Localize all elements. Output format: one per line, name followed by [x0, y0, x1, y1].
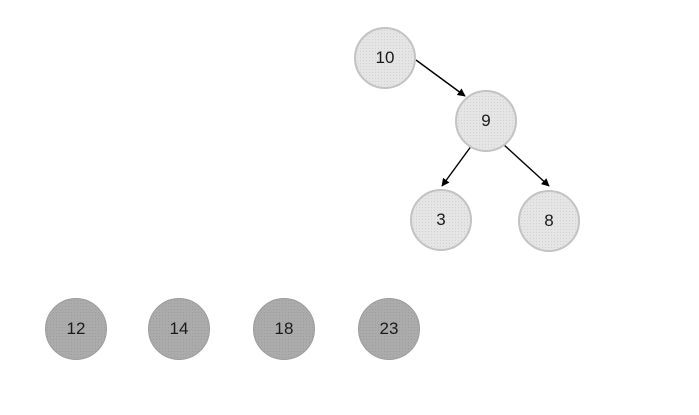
pool-node-14: 14: [148, 298, 210, 360]
edge-arrow-10-to-9: [415, 59, 466, 97]
tree-node-3: 3: [410, 189, 472, 251]
tree-node-8-label: 8: [544, 211, 554, 230]
tree-node-10: 10: [354, 27, 416, 89]
tree-node-3-label: 3: [436, 210, 446, 229]
tree-node-9-label: 9: [481, 111, 491, 130]
pool-node-23: 23: [358, 298, 420, 360]
pool-node-18-label: 18: [274, 319, 294, 338]
tree-node-9: 9: [455, 90, 517, 152]
pool-node-14-label: 14: [169, 319, 189, 338]
pool-node-18: 18: [253, 298, 315, 360]
pool-node-12: 12: [45, 298, 107, 360]
tree-node-8: 8: [518, 190, 580, 252]
pool-node-12-label: 12: [66, 319, 86, 338]
edge-arrow-9-to-8: [502, 143, 550, 187]
edge-arrow-9-to-3: [441, 144, 473, 187]
tree-node-10-label: 10: [375, 48, 395, 67]
pool-node-23-label: 23: [379, 319, 399, 338]
